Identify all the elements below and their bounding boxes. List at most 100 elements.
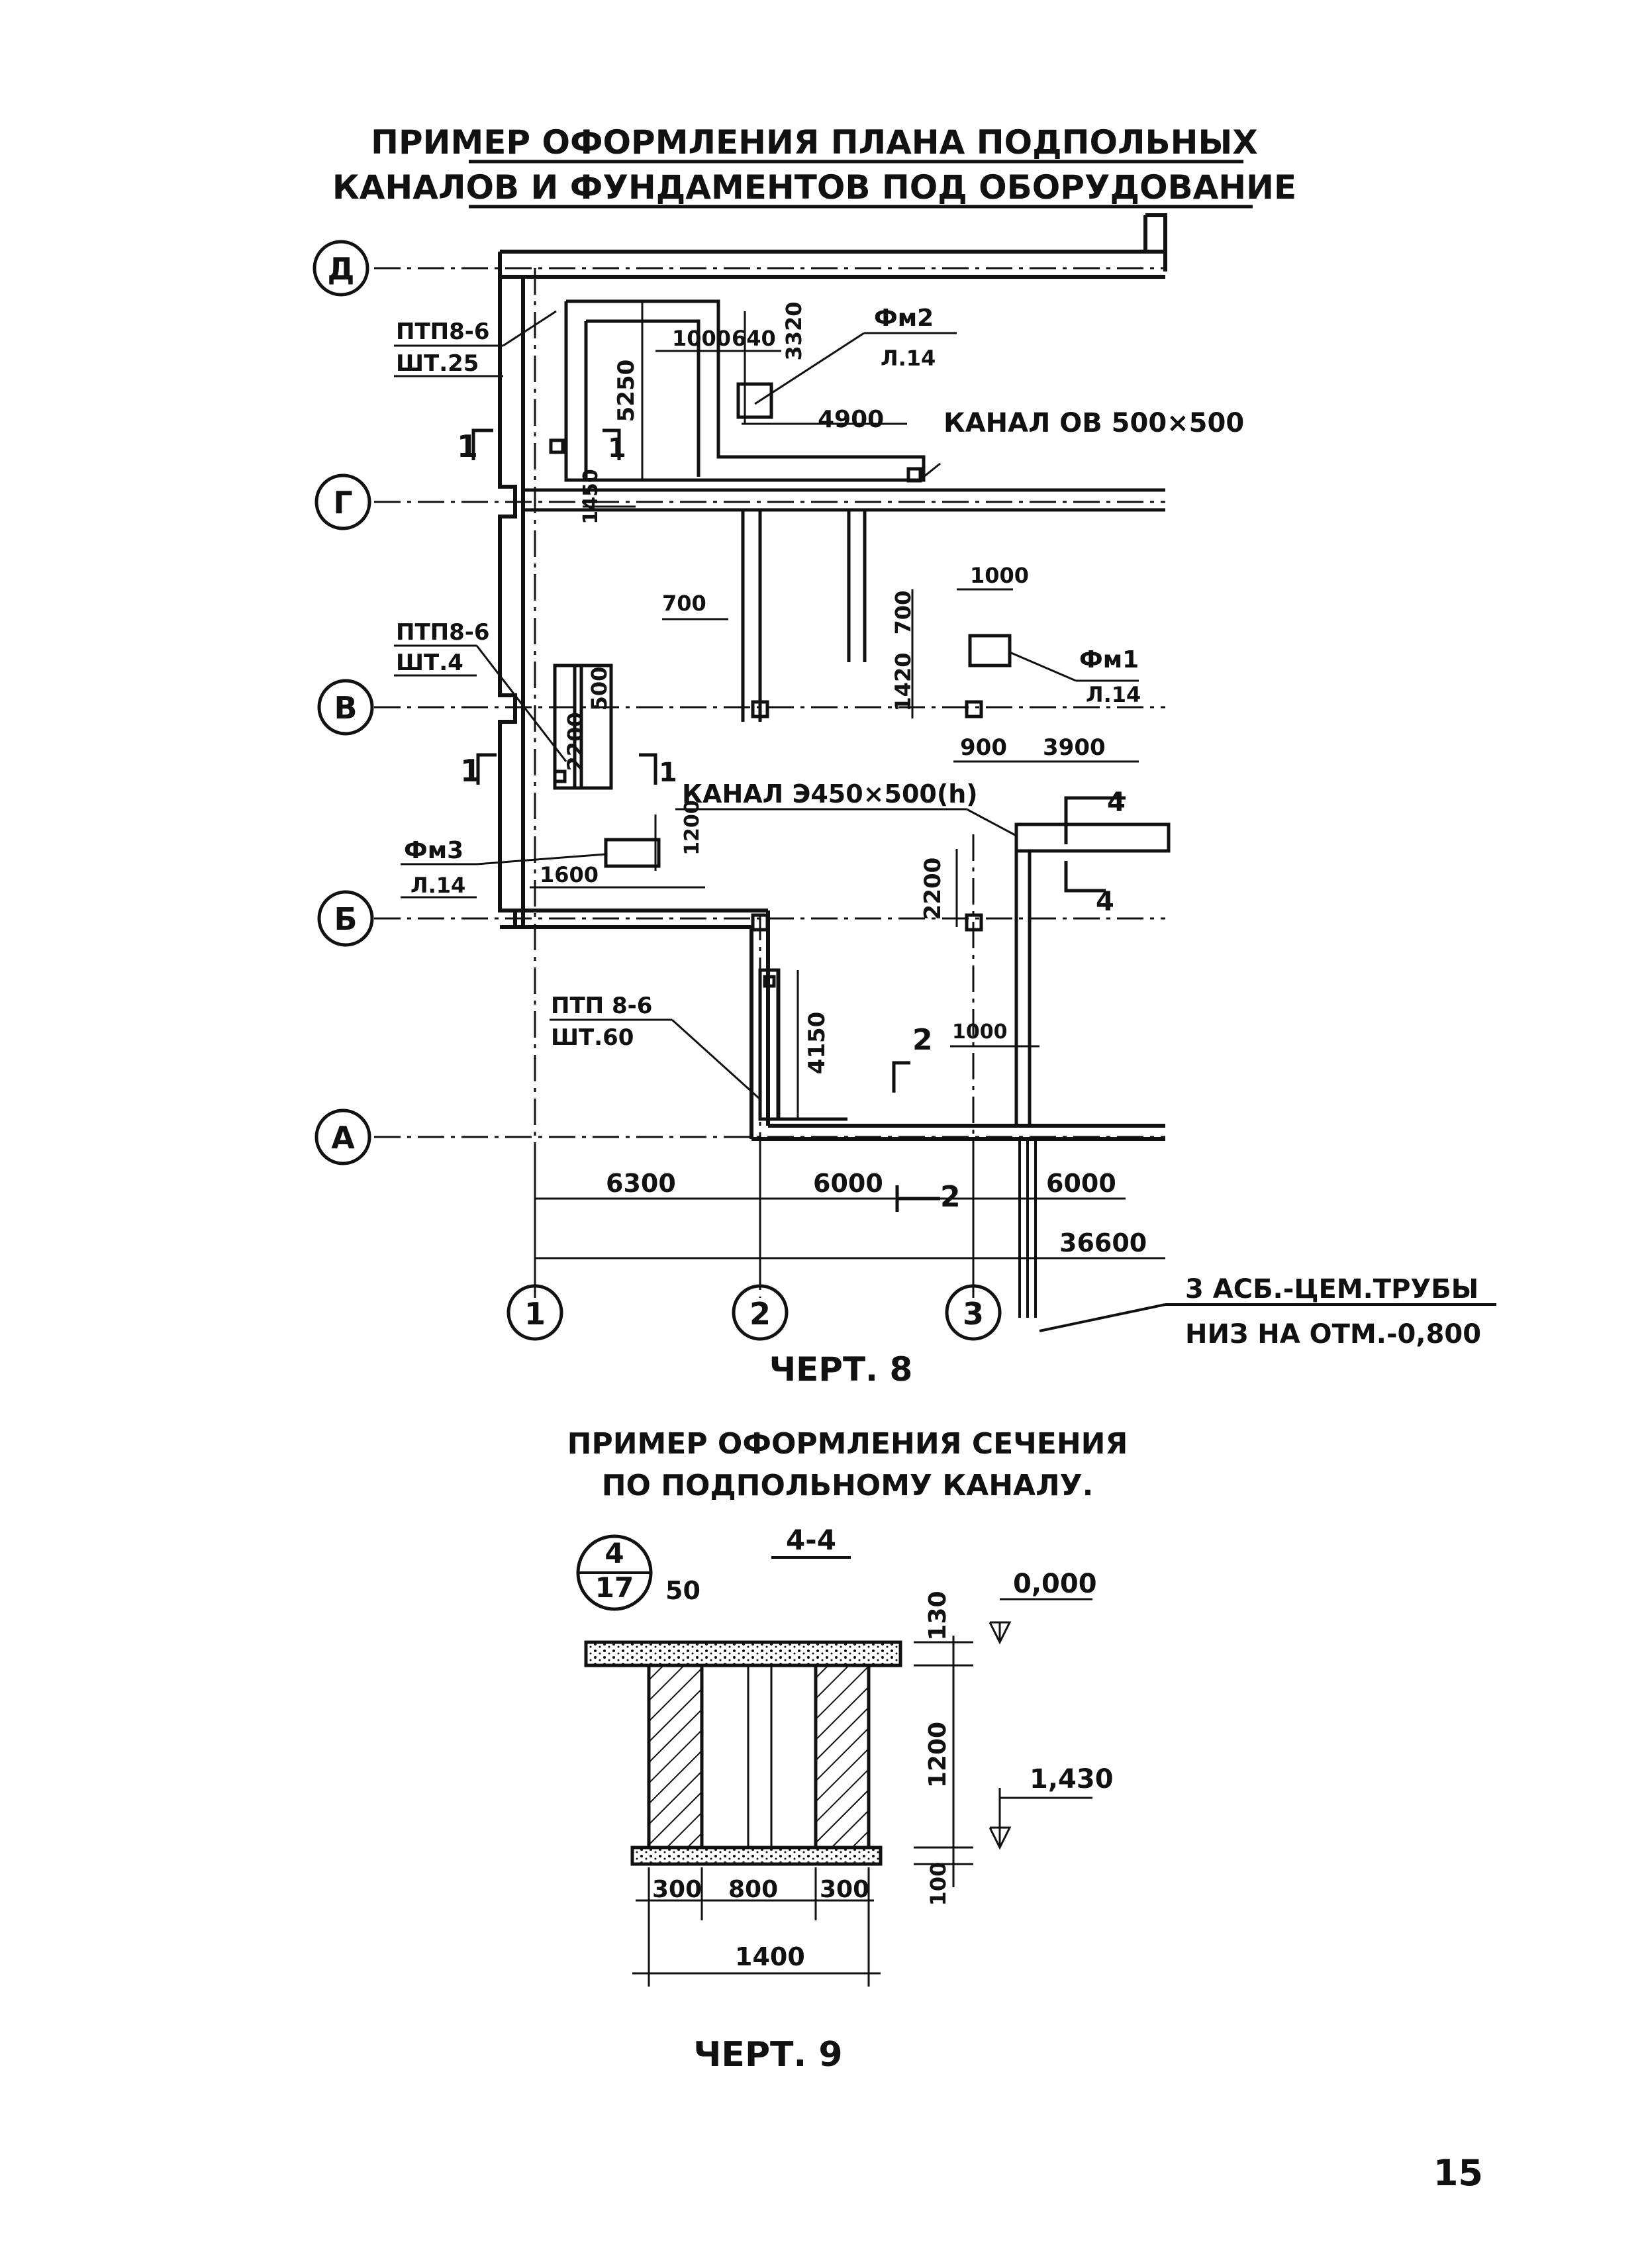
caption-fig8: ЧЕРТ. 8 xyxy=(769,1350,913,1389)
axis-bubble-3: 3 xyxy=(945,1284,1002,1341)
svg-text:1000: 1000 xyxy=(672,326,731,351)
section-1-left: 1 xyxy=(457,428,478,464)
section-2-top: 2 xyxy=(912,1023,933,1057)
label-fm2-a: Фм2 xyxy=(874,305,934,332)
svg-text:4150: 4150 xyxy=(804,1012,830,1075)
floor-plan: Д Г В Б А 1 2 xyxy=(313,213,1496,1350)
section-name: 4-4 xyxy=(786,1524,836,1556)
foundation-fm1 xyxy=(968,634,1012,667)
plan-labels: ПТП8-6 ШТ.25 ПТП8-6 ШТ.4 ПТП 8-6 ШТ.60 Ф… xyxy=(396,305,1481,1350)
top-slab xyxy=(584,1640,902,1667)
right-wall xyxy=(814,1663,871,1849)
axis-bubble-2: 2 xyxy=(732,1284,789,1341)
mark-1430: 1,430 xyxy=(1030,1764,1114,1795)
section-title-line2: ПО ПОДПОЛЬНОМУ КАНАЛУ. xyxy=(602,1469,1094,1503)
section-1-right: 1 xyxy=(608,433,626,464)
label-fm3-a: Фм3 xyxy=(404,837,463,864)
label-pipes-a: 3 АСБ.-ЦЕМ.ТРУБЫ xyxy=(1185,1274,1478,1305)
svg-text:700: 700 xyxy=(891,591,916,635)
dim-130: 130 xyxy=(924,1591,951,1640)
label-ptp1-a: ПТП8-6 xyxy=(396,319,490,345)
svg-text:900: 900 xyxy=(960,734,1007,761)
dim-800: 800 xyxy=(728,1876,778,1903)
section-1b-left: 1 xyxy=(460,753,481,789)
svg-text:А: А xyxy=(331,1120,355,1156)
left-wall xyxy=(647,1663,704,1849)
svg-text:5250: 5250 xyxy=(613,360,640,422)
label-ptp2-b: ШТ.4 xyxy=(396,650,463,676)
section-markers xyxy=(471,428,1126,1212)
svg-text:3: 3 xyxy=(963,1296,984,1332)
bottom-slab xyxy=(630,1846,883,1866)
channel-lower xyxy=(758,968,847,1121)
dimension-lines xyxy=(530,301,1165,1281)
caption-fig9: ЧЕРТ. 9 xyxy=(693,2035,842,2075)
section-2-bottom: 2 xyxy=(940,1180,961,1214)
svg-text:640: 640 xyxy=(732,326,776,351)
section-title-line1: ПРИМЕР ОФОРМЛЕНИЯ СЕЧЕНИЯ xyxy=(567,1427,1128,1461)
svg-text:Б: Б xyxy=(334,901,357,937)
svg-text:1450: 1450 xyxy=(579,469,603,524)
svg-text:3320: 3320 xyxy=(781,301,806,360)
axis-bubble-v: В xyxy=(317,679,374,736)
svg-text:4: 4 xyxy=(604,1537,624,1569)
label-kanal-e: КАНАЛ Э450×500(h) xyxy=(682,779,978,809)
svg-text:6000: 6000 xyxy=(813,1169,883,1198)
channel-middle xyxy=(553,664,613,790)
svg-text:700: 700 xyxy=(662,591,706,616)
axis-bubble-a: А xyxy=(314,1109,371,1165)
svg-text:Д: Д xyxy=(328,251,355,287)
axis-bubble-g: Г xyxy=(314,473,371,530)
dim-300-right: 300 xyxy=(820,1876,869,1903)
svg-text:В: В xyxy=(334,690,357,726)
label-fm3-b: Л.14 xyxy=(410,873,465,898)
section-4-top: 4 xyxy=(1107,787,1126,818)
outer-walls xyxy=(498,213,1167,1141)
svg-text:17: 17 xyxy=(595,1571,634,1604)
svg-text:1600: 1600 xyxy=(540,862,599,887)
svg-text:2200: 2200 xyxy=(920,858,946,920)
svg-text:2200: 2200 xyxy=(563,712,588,771)
title-line1: ПРИМЕР ОФОРМЛЕНИЯ ПЛАНА ПОДПОЛЬНЫХ xyxy=(371,123,1258,162)
label-pipes-b: НИЗ НА ОТМ.-0,800 xyxy=(1185,1319,1481,1350)
svg-text:1200: 1200 xyxy=(681,800,704,856)
svg-text:Г: Г xyxy=(333,485,352,520)
title-line2: КАНАЛОВ И ФУНДАМЕНТОВ ПОД ОБОРУДОВАНИЕ xyxy=(332,168,1296,207)
svg-text:500: 500 xyxy=(587,667,612,711)
section-4-bottom: 4 xyxy=(1096,887,1114,917)
section-1b-right: 1 xyxy=(659,758,677,788)
label-ptp2-a: ПТП8-6 xyxy=(396,619,490,646)
label-fm1-b: Л.14 xyxy=(1086,682,1141,707)
interior-walls xyxy=(523,488,1171,1126)
section-drawing: ПРИМЕР ОФОРМЛЕНИЯ СЕЧЕНИЯ ПО ПОДПОЛЬНОМУ… xyxy=(567,1427,1128,1987)
foundation-fm2 xyxy=(736,382,773,419)
dim-1400: 1400 xyxy=(735,1942,805,1971)
channel-upper xyxy=(549,299,926,483)
foundations xyxy=(604,382,1012,932)
dim-1200: 1200 xyxy=(924,1722,951,1788)
axis-bubble-b: Б xyxy=(317,890,374,947)
svg-text:1000: 1000 xyxy=(970,563,1029,588)
svg-text:36600: 36600 xyxy=(1059,1228,1147,1257)
foundation-fm3 xyxy=(604,838,661,868)
leader-lines xyxy=(394,310,1139,1101)
plan-title: ПРИМЕР ОФОРМЛЕНИЯ ПЛАНА ПОДПОЛЬНЫХ КАНАЛ… xyxy=(332,123,1296,209)
axis-bubbles: Д Г В Б А 1 2 xyxy=(313,240,1002,1341)
svg-text:6000: 6000 xyxy=(1046,1169,1116,1198)
label-fm2-b: Л.14 xyxy=(881,346,936,371)
label-ptp3-a: ПТП 8-6 xyxy=(551,993,652,1019)
page-number: 15 xyxy=(1433,2152,1483,2194)
pipes xyxy=(1018,1139,1496,1332)
axis-bubble-d: Д xyxy=(313,240,369,297)
svg-text:6300: 6300 xyxy=(606,1169,676,1198)
label-ptp1-b: ШТ.25 xyxy=(396,350,479,377)
dim-300-left: 300 xyxy=(652,1876,702,1903)
dim-50: 50 xyxy=(665,1576,700,1605)
label-ptp3-b: ШТ.60 xyxy=(551,1024,634,1051)
svg-text:1: 1 xyxy=(524,1296,546,1332)
mark-0000: 0,000 xyxy=(1013,1569,1097,1599)
plan-dimensions: 5250 1000 640 3320 4900 1450 700 1000 70… xyxy=(540,301,1147,1257)
svg-text:4900: 4900 xyxy=(818,406,884,433)
label-kanal-ov: КАНАЛ ОВ 500×500 xyxy=(943,408,1244,438)
